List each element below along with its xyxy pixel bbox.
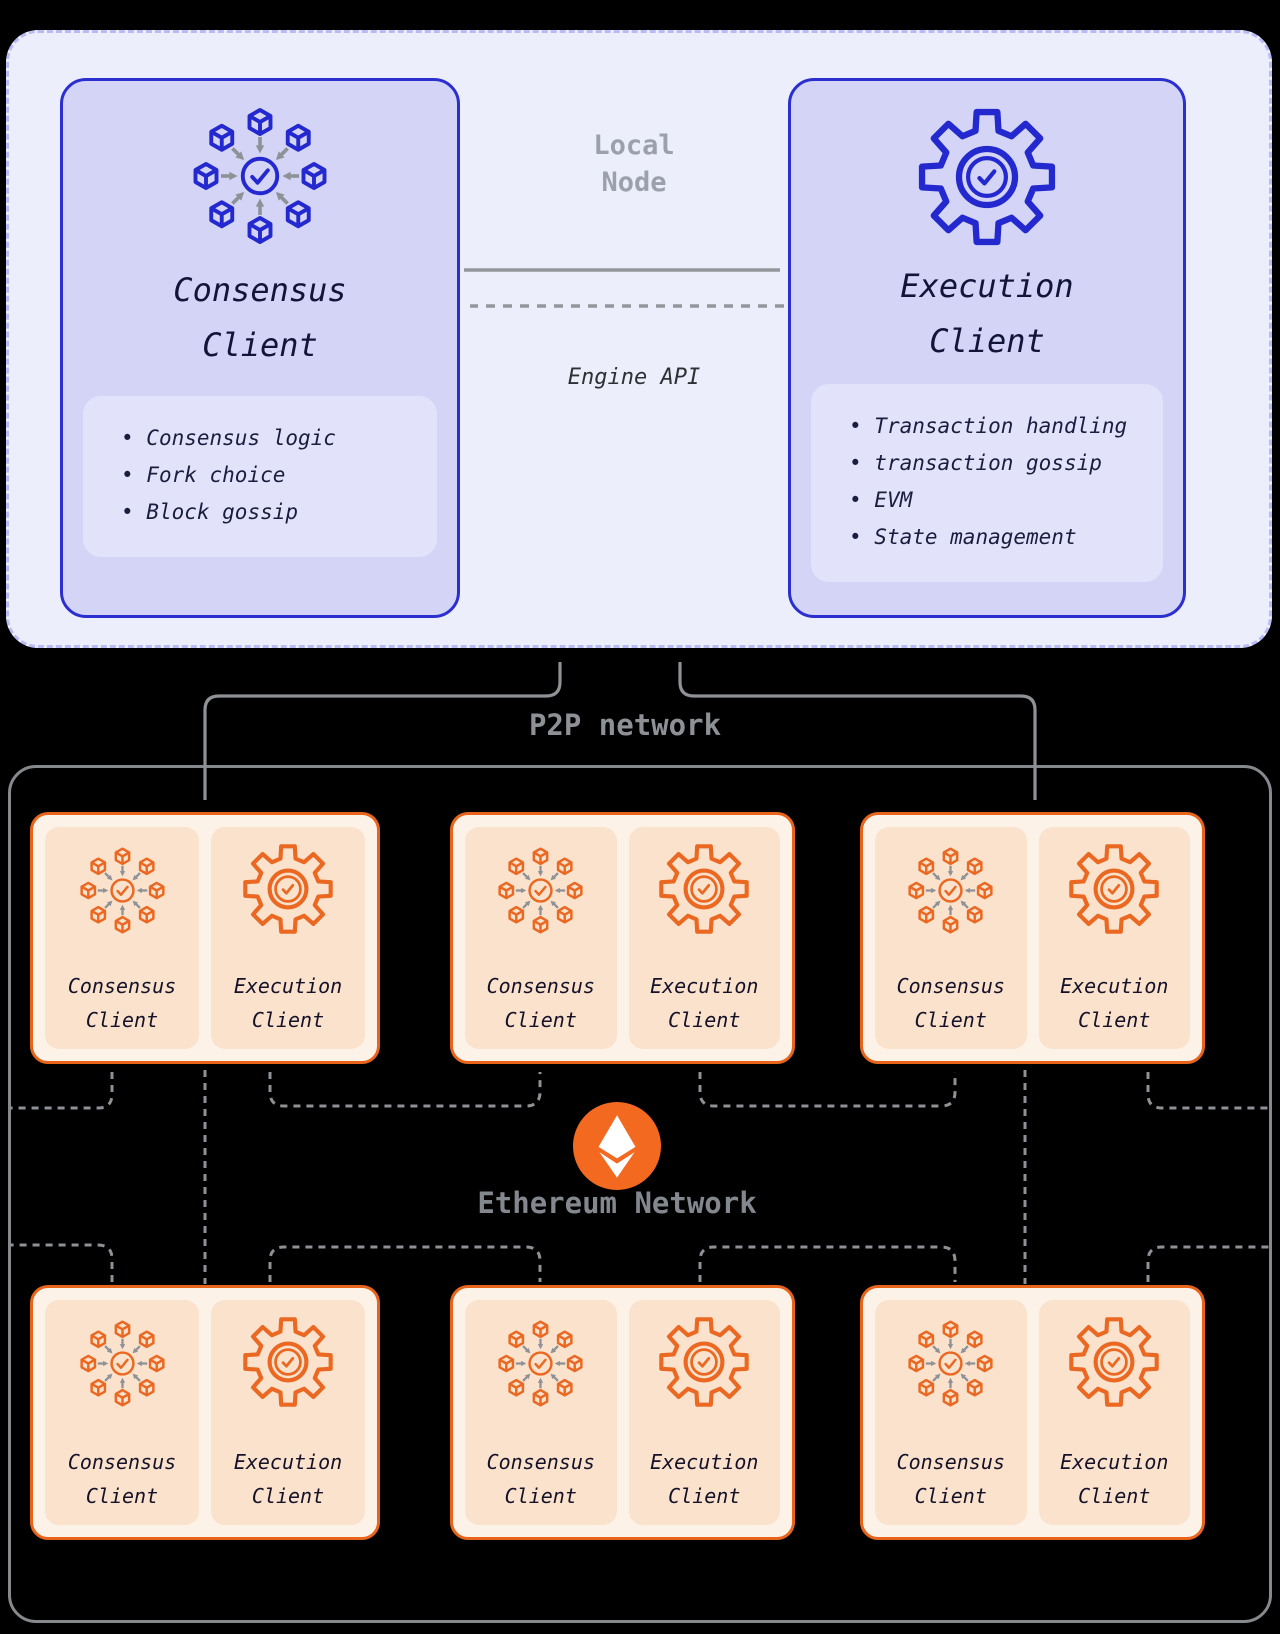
gear-icon bbox=[242, 843, 334, 935]
consensus-network-icon bbox=[903, 843, 998, 938]
consensus-client-card: Consensus Client Consensus logic Fork ch… bbox=[60, 78, 460, 618]
peer-execution-label: Execution Client bbox=[650, 1450, 759, 1508]
peer-execution-client: Execution Client bbox=[211, 827, 365, 1049]
peer-node-3: Consensus Client Execution Client bbox=[860, 812, 1205, 1064]
peer-execution-client: Execution Client bbox=[628, 827, 780, 1049]
peer-consensus-label: Consensus Client bbox=[67, 974, 177, 1032]
ethereum-logo bbox=[573, 1102, 661, 1190]
peer-execution-label: Execution Client bbox=[650, 974, 759, 1032]
feature-item: transaction gossip bbox=[849, 445, 1155, 482]
peer-execution-label: Execution Client bbox=[233, 1450, 343, 1508]
peer-consensus-client: Consensus Client bbox=[45, 1300, 199, 1525]
execution-feature-list: Transaction handling transaction gossip … bbox=[811, 384, 1163, 582]
gear-icon bbox=[1068, 1316, 1160, 1408]
local-node-label: Local Node bbox=[593, 130, 675, 198]
p2p-network-container bbox=[8, 765, 1272, 1623]
consensus-client-title: Consensus Client bbox=[173, 271, 347, 364]
execution-client-card: Execution Client Transaction handling tr… bbox=[788, 78, 1186, 618]
feature-item: Consensus logic bbox=[121, 420, 429, 457]
peer-execution-client: Execution Client bbox=[1038, 827, 1190, 1049]
peer-node-5: Consensus Client Execution Client bbox=[450, 1285, 795, 1540]
peer-consensus-client: Consensus Client bbox=[465, 1300, 617, 1525]
gear-icon bbox=[917, 107, 1057, 247]
peer-execution-client: Execution Client bbox=[628, 1300, 780, 1525]
peer-node-1: Consensus Client Execution Client bbox=[30, 812, 380, 1064]
consensus-network-icon bbox=[903, 1316, 998, 1411]
ethereum-network-label: Ethereum Network bbox=[477, 1186, 757, 1220]
consensus-network-icon bbox=[75, 1316, 170, 1411]
peer-node-2: Consensus Client Execution Client bbox=[450, 812, 795, 1064]
feature-item: Block gossip bbox=[121, 494, 429, 531]
peer-consensus-client: Consensus Client bbox=[465, 827, 617, 1049]
peer-execution-label: Execution Client bbox=[1060, 974, 1169, 1032]
p2p-network-label: P2P network bbox=[528, 708, 722, 742]
feature-item: Fork choice bbox=[121, 457, 429, 494]
consensus-network-icon bbox=[493, 1316, 588, 1411]
gear-icon bbox=[658, 843, 750, 935]
feature-item: State management bbox=[849, 519, 1155, 556]
peer-consensus-client: Consensus Client bbox=[875, 1300, 1027, 1525]
peer-execution-label: Execution Client bbox=[233, 974, 343, 1032]
feature-item: EVM bbox=[849, 482, 1155, 519]
peer-consensus-label: Consensus Client bbox=[896, 974, 1005, 1032]
peer-consensus-label: Consensus Client bbox=[67, 1450, 177, 1508]
consensus-feature-list: Consensus logic Fork choice Block gossip bbox=[83, 396, 437, 557]
consensus-network-icon bbox=[185, 101, 335, 251]
peer-consensus-client: Consensus Client bbox=[875, 827, 1027, 1049]
peer-execution-label: Execution Client bbox=[1060, 1450, 1169, 1508]
peer-node-6: Consensus Client Execution Client bbox=[860, 1285, 1205, 1540]
peer-node-4: Consensus Client Execution Client bbox=[30, 1285, 380, 1540]
consensus-network-icon bbox=[75, 843, 170, 938]
peer-consensus-label: Consensus Client bbox=[486, 974, 595, 1032]
peer-consensus-label: Consensus Client bbox=[896, 1450, 1005, 1508]
gear-icon bbox=[658, 1316, 750, 1408]
consensus-network-icon bbox=[493, 843, 588, 938]
peer-execution-client: Execution Client bbox=[1038, 1300, 1190, 1525]
peer-consensus-label: Consensus Client bbox=[486, 1450, 595, 1508]
engine-api-label: Engine API bbox=[567, 365, 701, 390]
execution-client-title: Execution Client bbox=[900, 267, 1074, 360]
feature-item: Transaction handling bbox=[849, 408, 1155, 445]
gear-icon bbox=[242, 1316, 334, 1408]
peer-consensus-client: Consensus Client bbox=[45, 827, 199, 1049]
gear-icon bbox=[1068, 843, 1160, 935]
peer-execution-client: Execution Client bbox=[211, 1300, 365, 1525]
